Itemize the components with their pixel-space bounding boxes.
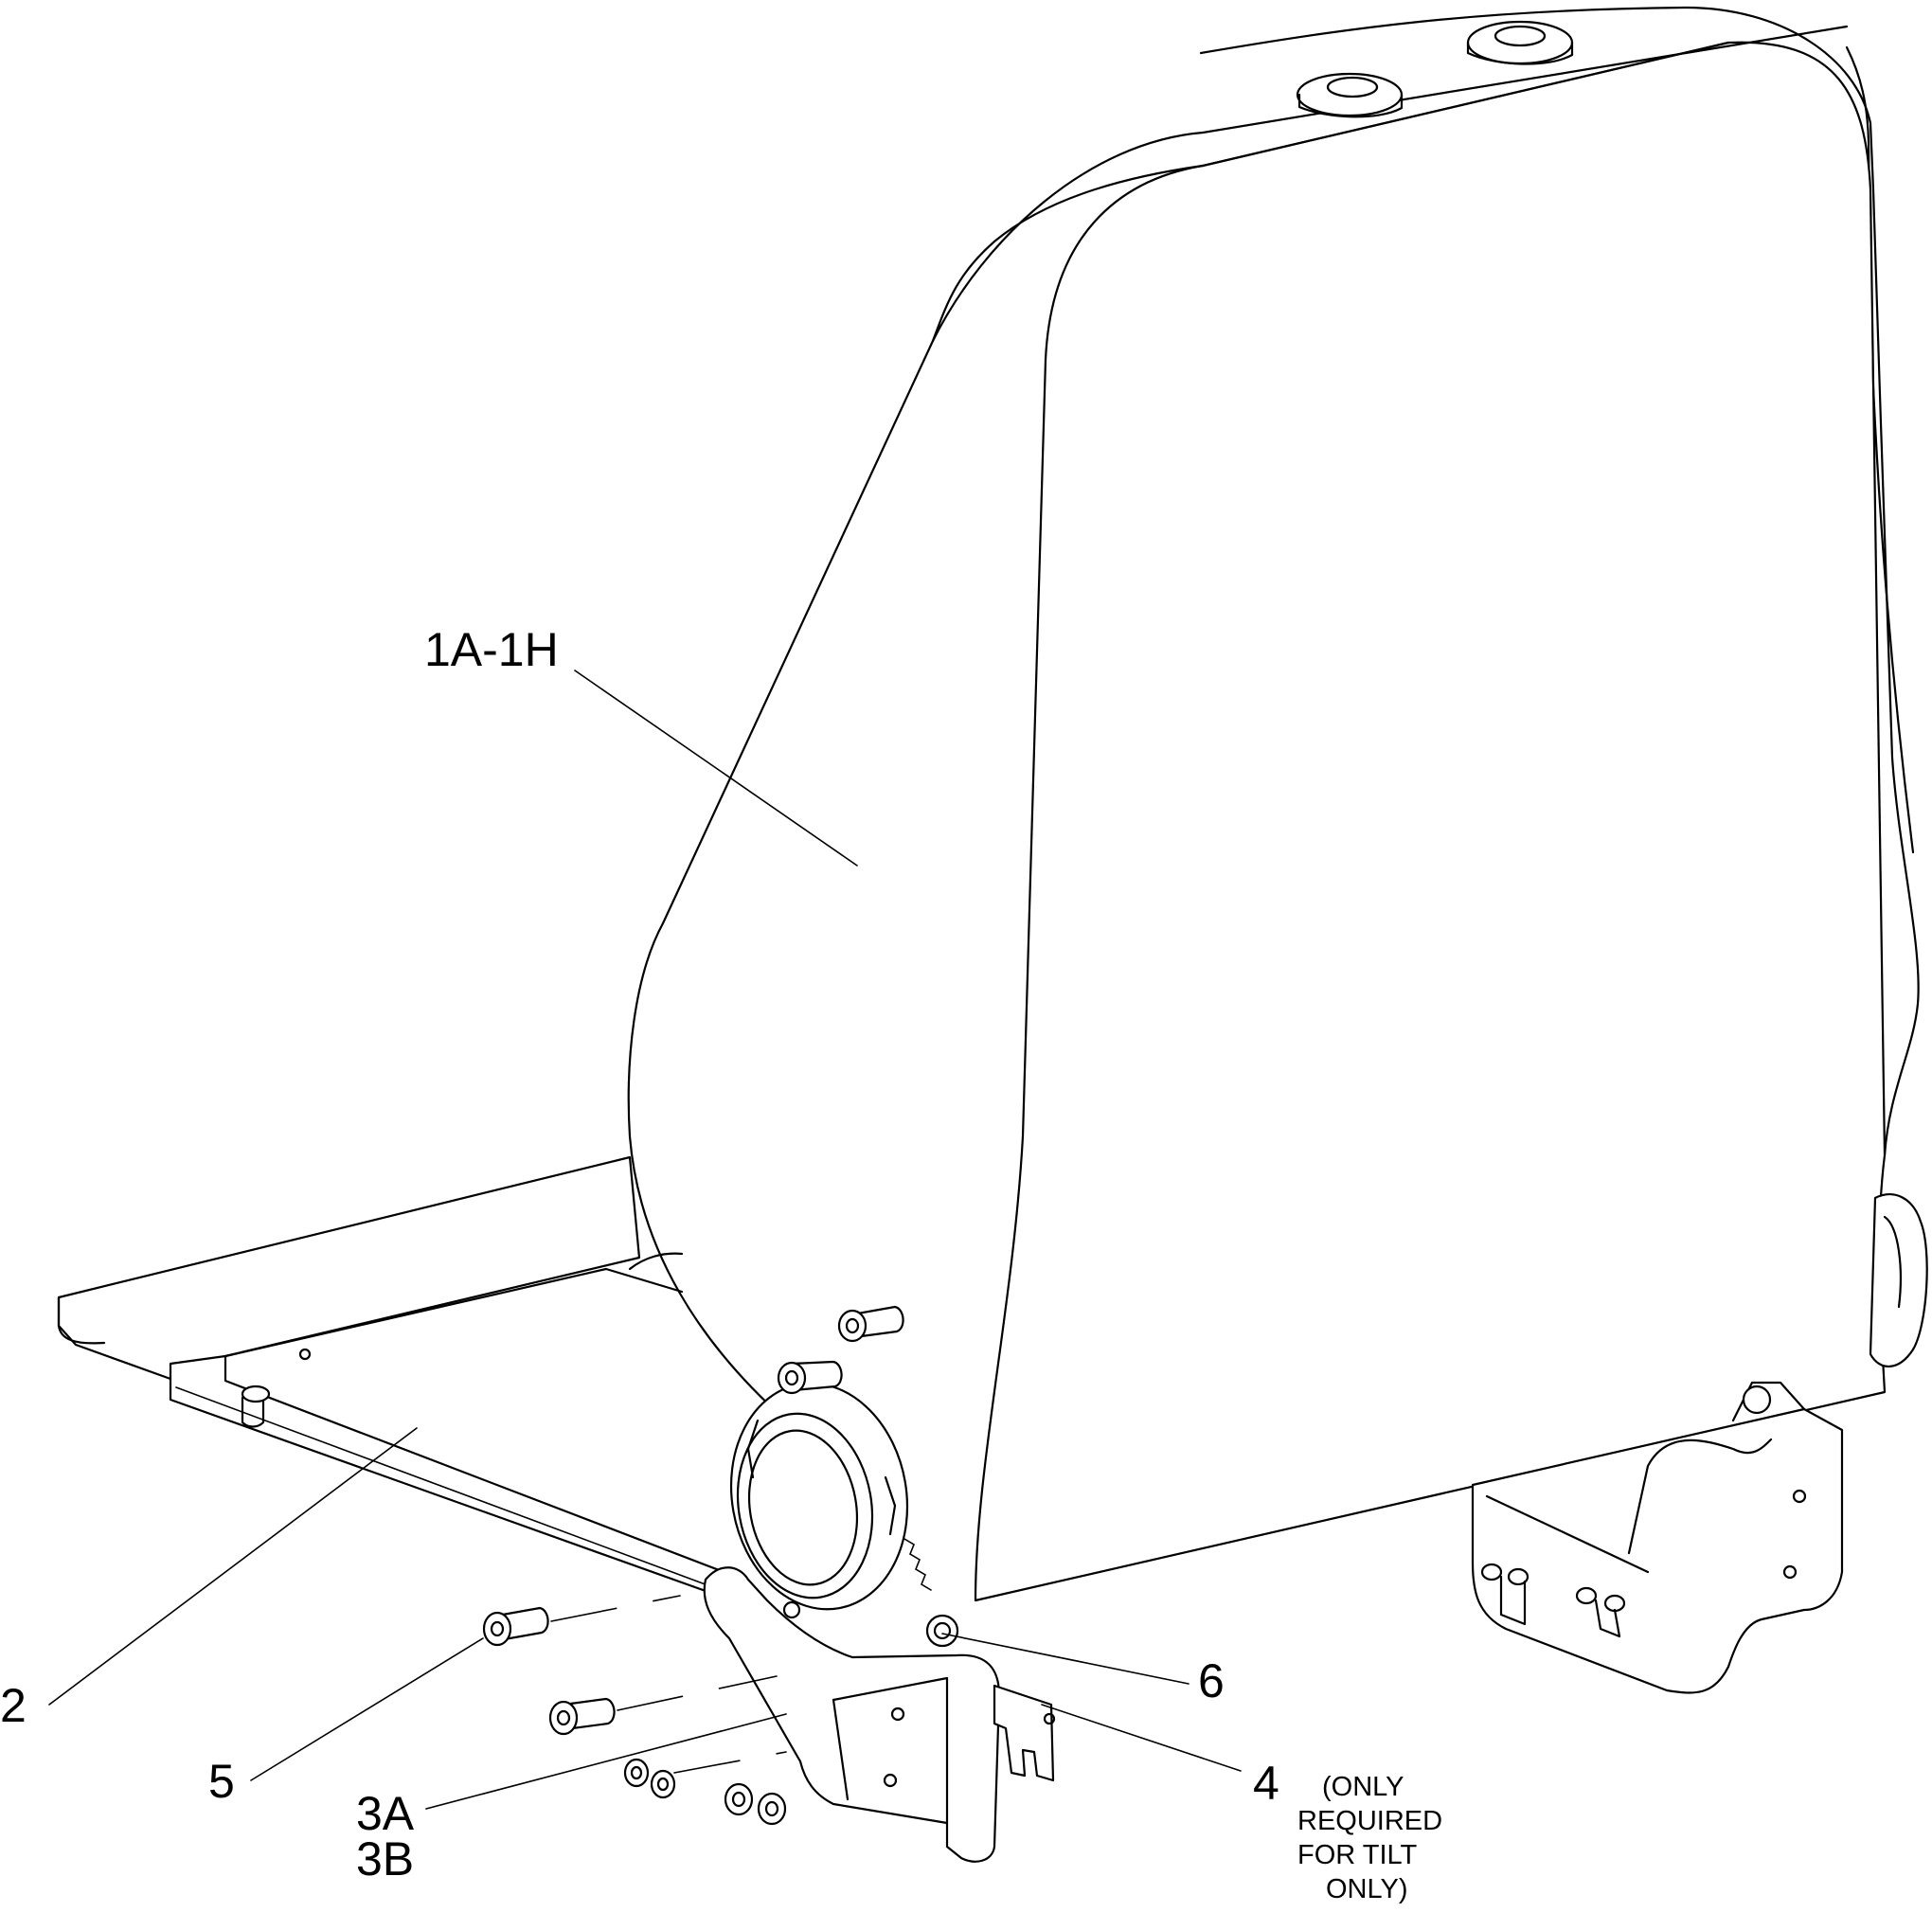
bracket-left (703, 1566, 1056, 1863)
knob-left (729, 1382, 909, 1611)
knob-right (1869, 1193, 1928, 1367)
grommet-left (1296, 72, 1404, 118)
seat-back-shell (627, 6, 1920, 1602)
recline-spring (903, 1538, 959, 1648)
callout-4-note: (ONLY REQUIRED FOR TILT ONLY) (1297, 1772, 1442, 1904)
screw-icon (482, 1305, 904, 1826)
callout-6: 6 (1198, 1654, 1225, 1707)
callout-5: 5 (208, 1755, 235, 1808)
note-line-1: (ONLY (1322, 1772, 1404, 1802)
callout-4: 4 (1253, 1757, 1279, 1810)
leader-lines (48, 670, 1242, 1810)
bracket-pin (1480, 1563, 1626, 1613)
note-line-2: REQUIRED (1297, 1806, 1442, 1836)
callout-3b: 3B (356, 1832, 414, 1885)
callout-3a: 3A (356, 1787, 415, 1840)
callout-1a-1h: 1A-1H (424, 623, 559, 676)
alignment-lines (550, 1595, 787, 1774)
seat-pan (57, 1155, 741, 1593)
bracket-right (1471, 1381, 1844, 1694)
note-line-4: ONLY) (1326, 1874, 1407, 1904)
callout-2: 2 (0, 1679, 27, 1732)
note-line-3: FOR TILT (1297, 1840, 1417, 1870)
grommet-right (1466, 20, 1574, 65)
